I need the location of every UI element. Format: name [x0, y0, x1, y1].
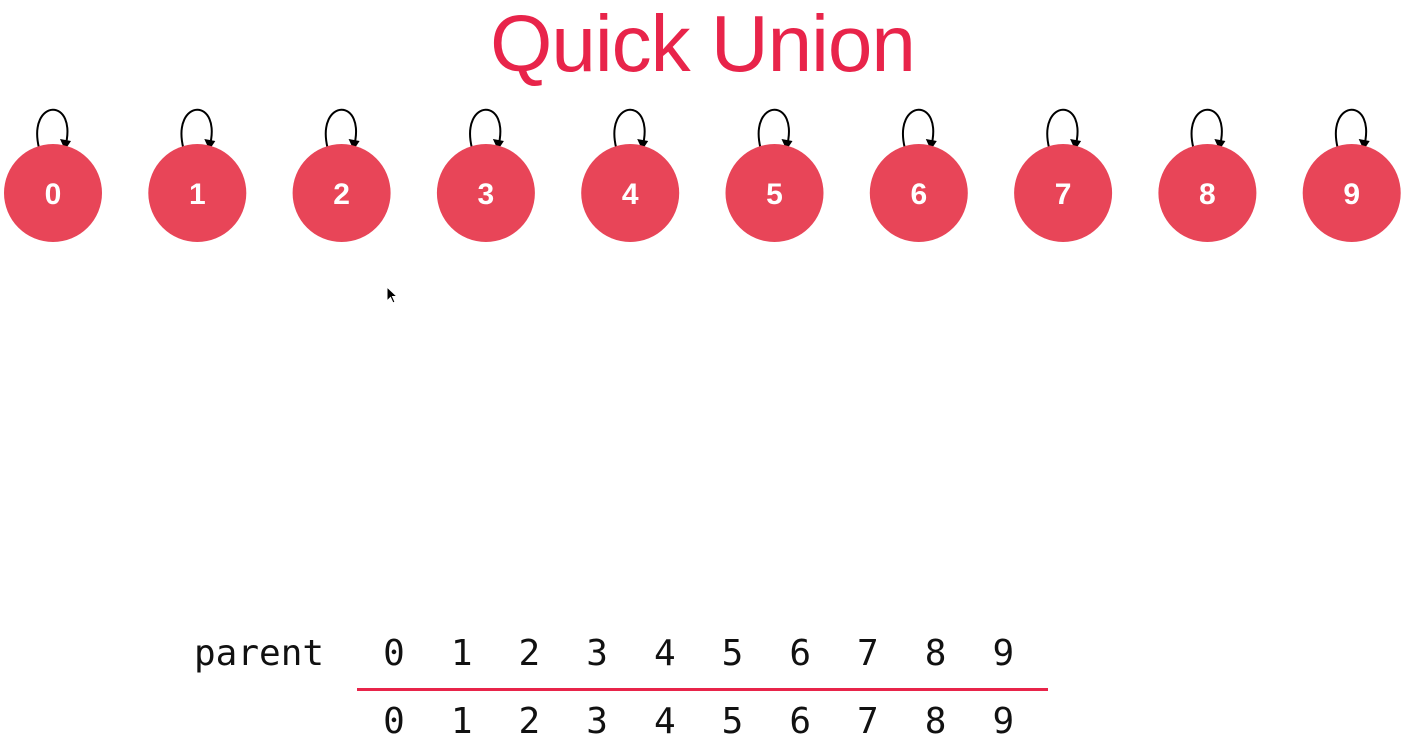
array-value-cell: 5 — [721, 701, 744, 742]
node-circle — [869, 144, 968, 242]
node-label: 2 — [333, 178, 350, 211]
node-label: 7 — [1055, 178, 1072, 211]
node-label: 8 — [1199, 178, 1216, 211]
node-8: 8 — [1158, 108, 1257, 242]
node-label: 0 — [45, 178, 62, 211]
array-index-cell: 8 — [924, 633, 947, 674]
array-index-cell: 4 — [653, 633, 676, 674]
node-circle — [581, 144, 680, 242]
self-loop-edge — [902, 108, 935, 149]
node-circle — [292, 144, 391, 242]
self-loop-edge — [324, 108, 357, 149]
node-7: 7 — [1014, 108, 1113, 242]
self-loop-edge — [1046, 108, 1079, 149]
node-5: 5 — [725, 108, 824, 242]
array-index-cell: 2 — [518, 633, 541, 674]
array-index-cell: 9 — [992, 633, 1015, 674]
arrow-head-icon — [1070, 139, 1082, 150]
self-loop-edge — [36, 108, 69, 149]
self-loop-edge — [1335, 108, 1367, 149]
node-0: 0 — [4, 108, 102, 242]
array-index-cell: 7 — [857, 633, 879, 674]
array-value-cell: 1 — [450, 701, 473, 742]
node-circle — [1014, 144, 1113, 242]
array-index-cell: 1 — [450, 633, 473, 674]
array-value-cell: 4 — [653, 701, 676, 742]
array-label: parent — [194, 633, 325, 674]
node-circle — [725, 144, 824, 242]
node-label: 6 — [910, 178, 927, 211]
array-value-cell: 9 — [992, 701, 1015, 742]
array-index-cell: 0 — [383, 633, 405, 674]
node-label: 4 — [622, 178, 639, 211]
node-2: 2 — [292, 108, 391, 242]
self-loop-edge — [469, 108, 502, 149]
self-loop-edge — [757, 108, 790, 149]
array-value-cell: 2 — [518, 701, 541, 742]
array-index-cell: 5 — [721, 633, 744, 674]
array-value-cell: 7 — [857, 701, 879, 742]
slide-title: Quick Union — [490, 0, 916, 88]
arrow-head-icon — [1214, 139, 1226, 150]
array-value-cell: 0 — [383, 701, 405, 742]
union-find-graph: 0 1 2 3 4 5 6 7 8 9 — [4, 108, 1401, 242]
mouse-pointer-icon — [386, 286, 399, 304]
array-index-cell: 3 — [586, 633, 608, 674]
arrow-head-icon — [348, 139, 360, 150]
arrow-head-icon — [637, 139, 649, 150]
node-label: 3 — [478, 178, 495, 211]
node-circle — [1158, 144, 1257, 242]
node-label: 5 — [766, 178, 783, 211]
node-9: 9 — [1302, 108, 1401, 242]
node-1: 1 — [148, 108, 247, 242]
node-label: 9 — [1343, 178, 1360, 211]
node-circle — [436, 144, 535, 242]
node-4: 4 — [581, 108, 680, 242]
self-loop-edge — [180, 108, 213, 149]
self-loop-edge — [1190, 108, 1223, 149]
arrow-head-icon — [60, 139, 71, 150]
array-value-cell: 6 — [789, 701, 812, 742]
array-value-cell: 3 — [586, 701, 608, 742]
node-circle — [1302, 144, 1401, 242]
arrow-head-icon — [781, 139, 793, 150]
node-circle — [4, 144, 102, 242]
array-value-cell: 8 — [924, 701, 947, 742]
array-index-cell: 6 — [789, 633, 812, 674]
node-circle — [148, 144, 247, 242]
node-label: 1 — [189, 178, 206, 211]
array-divider — [357, 688, 1048, 691]
arrow-head-icon — [492, 139, 504, 150]
node-6: 6 — [869, 108, 968, 242]
node-3: 3 — [436, 108, 535, 242]
arrow-head-icon — [925, 139, 937, 150]
self-loop-edge — [613, 108, 646, 149]
arrow-head-icon — [204, 139, 216, 150]
arrow-head-icon — [1358, 139, 1370, 150]
